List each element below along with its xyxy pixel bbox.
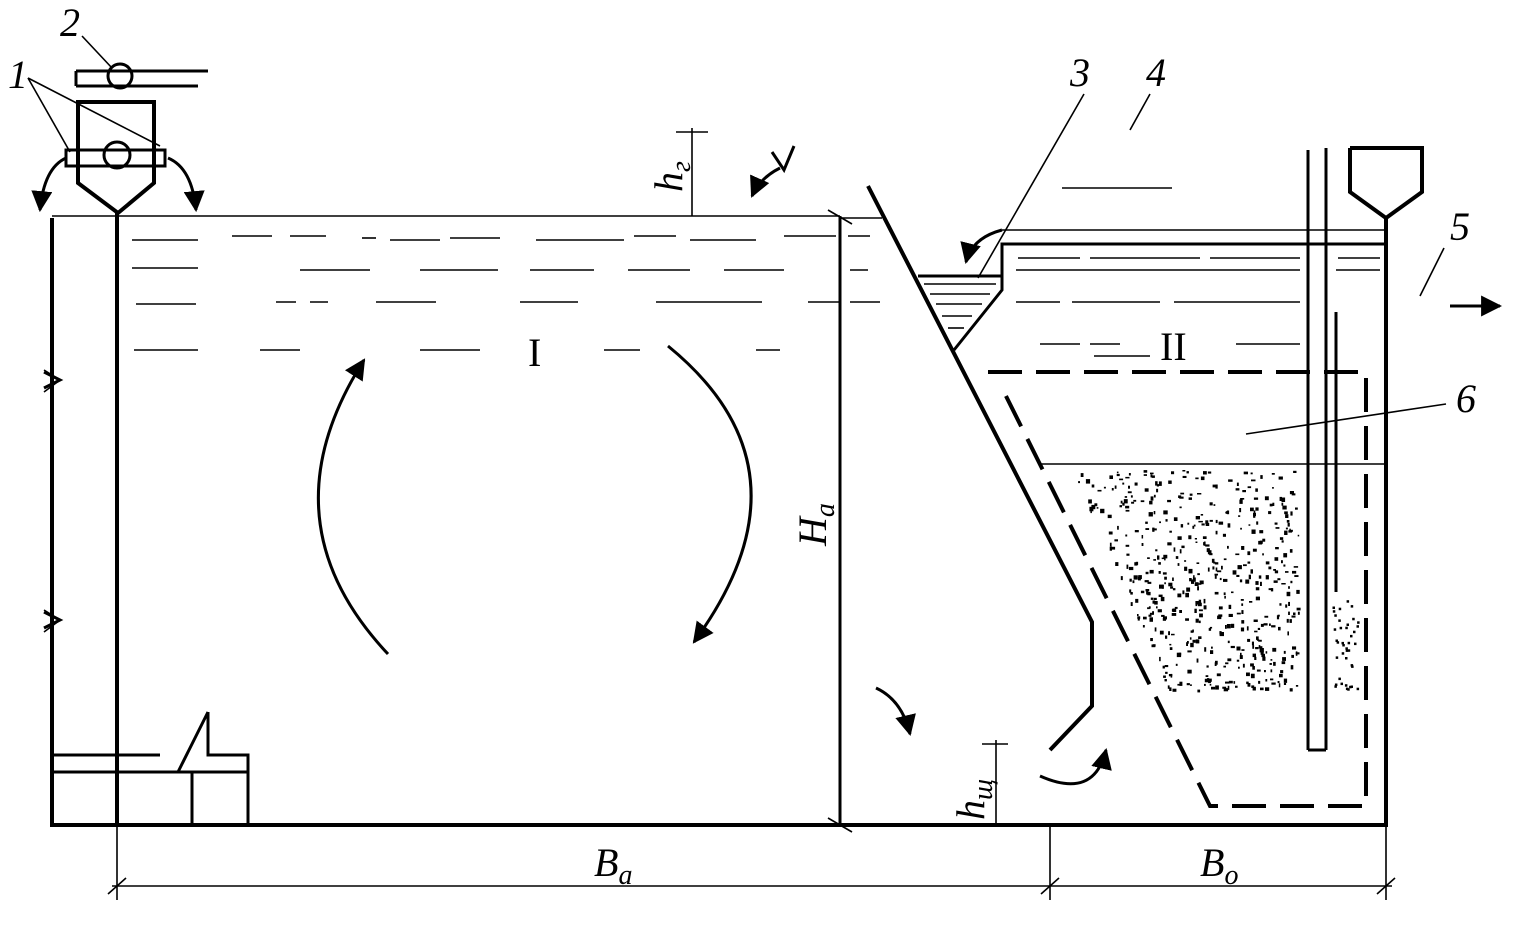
dimension-h-sh <box>982 740 1008 825</box>
sludge-blanket <box>1078 470 1360 693</box>
zone-I-label: I <box>528 330 541 375</box>
tank-outline <box>50 218 1388 827</box>
label-B-a: Ba <box>594 840 632 891</box>
circulation-arrows <box>317 344 753 656</box>
label-1: 1 <box>8 52 28 97</box>
water-surface-settler <box>1000 187 1386 276</box>
label-5: 5 <box>1450 204 1470 249</box>
flow-arrows-settler <box>875 228 1112 786</box>
dimension-h-r <box>676 128 708 216</box>
label-H-a: Ha <box>790 503 841 547</box>
wall-break-marks <box>43 369 64 633</box>
dimension-B-a-B-o <box>107 825 1396 900</box>
svg-text:Ha: Ha <box>790 503 841 547</box>
outlet-pipe <box>1334 295 1503 592</box>
label-2: 2 <box>60 0 80 45</box>
zone-II-label: II <box>1160 324 1187 369</box>
sludge-removal-pipe <box>750 145 1328 752</box>
settler-inclined-wall <box>866 185 1094 752</box>
label-h-sh: hщ <box>948 779 999 820</box>
leader-lines <box>27 35 1447 435</box>
dimension-H-a <box>827 209 853 833</box>
label-h-r: hг <box>646 161 697 192</box>
feed-hopper-right <box>1348 146 1424 221</box>
water-dashes-zone1 <box>132 235 880 351</box>
label-3: 3 <box>1069 50 1090 95</box>
svg-text:hщ: hщ <box>948 779 999 820</box>
scum-tray <box>918 274 1004 351</box>
sludge-zone-boundary <box>988 370 1386 808</box>
air-distributor-unit <box>31 62 250 825</box>
label-B-o: Bo <box>1200 840 1238 891</box>
label-6: 6 <box>1456 376 1476 421</box>
svg-text:hг: hг <box>646 161 697 192</box>
water-surface-aerotank <box>52 215 882 219</box>
water-dashes-zone2 <box>1016 257 1380 357</box>
label-4: 4 <box>1146 50 1166 95</box>
